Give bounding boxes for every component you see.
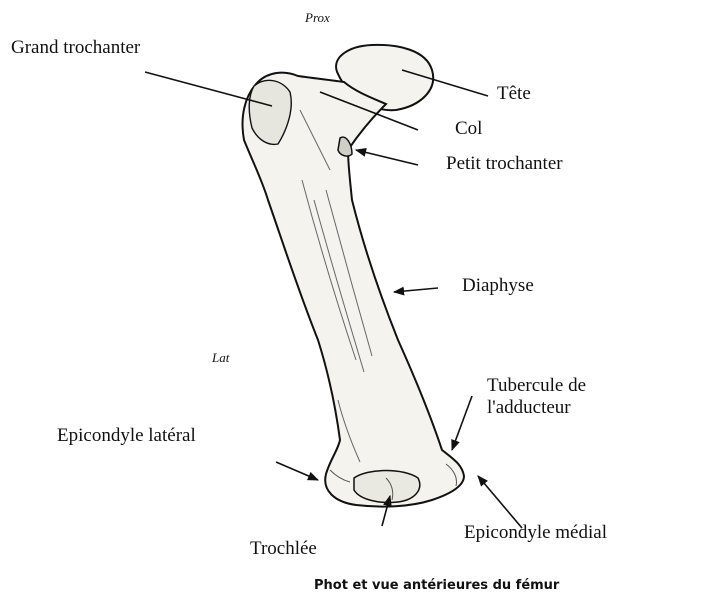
pointer-epicondyle-lateral	[276, 462, 318, 480]
figure-caption: Phot et vue antérieures du fémur	[314, 578, 559, 594]
label-col: Col	[455, 118, 482, 140]
femur-bone	[243, 45, 464, 507]
label-grand-trochanter: Grand trochanter	[11, 37, 140, 59]
label-trochlee: Trochlée	[250, 538, 317, 560]
orientation-lat-label: Lat	[212, 350, 229, 366]
orientation-prox-label: Prox	[305, 10, 330, 26]
label-petit-trochanter: Petit trochanter	[446, 153, 563, 175]
trochlee-shape	[354, 471, 420, 503]
pointer-tubercule	[452, 396, 472, 450]
label-tubercule-line1: Tubercule de	[487, 375, 586, 397]
pointer-petit-trochanter	[356, 150, 418, 165]
label-epicondyle-lateral: Epicondyle latéral	[57, 425, 196, 447]
label-tete: Tête	[497, 83, 531, 105]
pointer-epicondyle-medial	[478, 476, 522, 528]
pointer-diaphyse	[394, 288, 438, 292]
label-epicondyle-medial: Epicondyle médial	[464, 522, 607, 544]
label-diaphyse: Diaphyse	[462, 275, 534, 297]
label-tubercule-line2: l'adducteur	[487, 397, 571, 419]
